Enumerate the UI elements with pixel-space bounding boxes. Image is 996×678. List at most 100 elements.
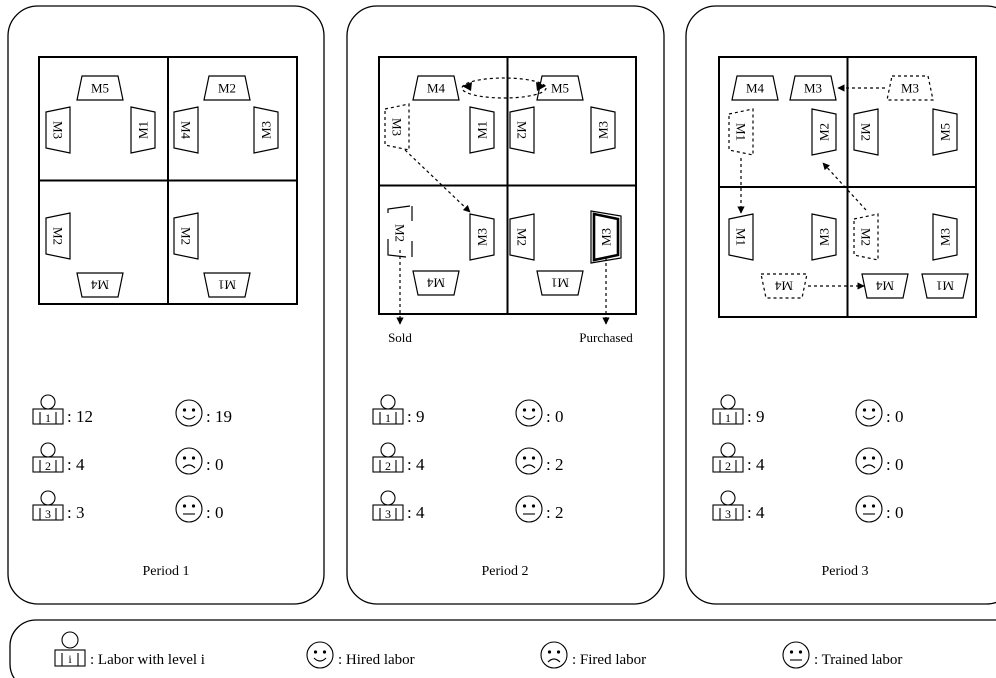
trained-face-icon xyxy=(175,495,203,523)
machine-m3: M3 xyxy=(932,213,958,261)
machine-label: M2 xyxy=(515,228,530,246)
labor-level-number: 3 xyxy=(385,507,391,521)
machine-label: M3 xyxy=(390,118,405,136)
machine-label: M2 xyxy=(179,227,194,245)
sold-label: Sold xyxy=(388,330,412,345)
fired-face-icon xyxy=(175,447,203,475)
labor-level-icon: 3 xyxy=(32,490,64,521)
labor-level-icon: 1 xyxy=(372,394,404,425)
period-title: Period 2 xyxy=(481,564,528,579)
labor-level-number: 3 xyxy=(45,507,51,521)
machine-m1: M1 xyxy=(728,213,754,261)
machine-m3: M3 xyxy=(789,75,837,101)
machine-label: M3 xyxy=(475,228,490,246)
machine-m4: M4 xyxy=(412,270,460,296)
labor-count: : 9 xyxy=(747,407,764,426)
machine-m1: M1 xyxy=(469,106,495,154)
swap-arrow-head-left xyxy=(462,82,472,91)
machine-label: M4 xyxy=(774,279,793,294)
machine-m3: M3 xyxy=(253,106,279,154)
labor-level-icon: 1 xyxy=(712,394,744,425)
legend-labor-glyph: i xyxy=(68,652,72,666)
machine-m3: M3 xyxy=(384,103,410,151)
face-count: : 0 xyxy=(206,503,223,522)
legend-hired-text: : Hired labor xyxy=(338,652,415,668)
machine-m3: M3 xyxy=(886,75,934,101)
labor-level-number: 1 xyxy=(385,411,391,425)
machine-label: M4 xyxy=(90,278,109,293)
trained-face-icon xyxy=(855,495,883,523)
period-3-transfer-arrows xyxy=(737,84,885,290)
machine-label: M1 xyxy=(475,121,490,139)
machine-m4: M4 xyxy=(76,272,124,298)
face-count: : 0 xyxy=(206,455,223,474)
machine-label: M2 xyxy=(218,81,236,96)
labor-count: : 4 xyxy=(407,503,425,522)
period-title: Period 3 xyxy=(821,564,868,579)
period-2-transfer-arrows xyxy=(396,77,610,325)
period-2-panel xyxy=(346,5,665,605)
labor-count: : 12 xyxy=(67,407,93,426)
machine-m1: M1 xyxy=(536,270,584,296)
face-count: : 0 xyxy=(886,455,903,474)
legend-labor-icon xyxy=(54,631,86,667)
labor-level-icon: 2 xyxy=(712,442,744,473)
labor-level-number: 1 xyxy=(45,411,51,425)
machine-m4: M4 xyxy=(412,75,460,101)
machine-m2: M2 xyxy=(203,75,251,101)
machine-m3: M3 xyxy=(590,106,616,154)
machine-label: M2 xyxy=(393,224,408,242)
legend-panel xyxy=(9,619,996,678)
machine-label: M5 xyxy=(551,81,569,96)
machine-m3: M3 xyxy=(811,213,837,261)
machine-label: M3 xyxy=(259,121,274,139)
fired-face-icon xyxy=(855,447,883,475)
labor-count: : 9 xyxy=(407,407,424,426)
legend-trained-icon xyxy=(782,641,810,669)
machine-label: M5 xyxy=(938,123,953,141)
period-title: Period 1 xyxy=(142,564,189,579)
labor-level-number: 2 xyxy=(45,459,51,473)
machine-label: M2 xyxy=(817,123,832,141)
labor-count: : 3 xyxy=(67,503,84,522)
face-count: : 0 xyxy=(886,503,903,522)
machine-m3: M3 xyxy=(590,210,622,264)
machine-label: M1 xyxy=(218,278,236,293)
machine-m4: M4 xyxy=(861,273,909,299)
machine-label: M3 xyxy=(938,228,953,246)
machine-label: M1 xyxy=(936,279,954,294)
legend-labor-text: : Labor with level i xyxy=(90,652,205,668)
swap-arrow-head-right xyxy=(536,82,546,91)
hired-face-icon xyxy=(175,399,203,427)
labor-count: : 4 xyxy=(67,455,85,474)
labor-level-icon: 3 xyxy=(712,490,744,521)
machine-label: M1 xyxy=(734,228,749,246)
labor-count: : 4 xyxy=(407,455,425,474)
labor-level-icon: 2 xyxy=(32,442,64,473)
face-count: : 0 xyxy=(546,407,563,426)
labor-count: : 4 xyxy=(747,503,765,522)
labor-level-number: 2 xyxy=(385,459,391,473)
machine-label: M1 xyxy=(551,276,569,291)
labor-level-icon: 2 xyxy=(372,442,404,473)
machine-label: M2 xyxy=(51,227,66,245)
fired-face-icon xyxy=(515,447,543,475)
purchased-label: Purchased xyxy=(579,330,633,345)
legend-trained-text: : Trained labor xyxy=(814,652,902,668)
machine-m5: M5 xyxy=(536,75,584,101)
machine-m4: M4 xyxy=(760,273,808,299)
machine-label: M4 xyxy=(746,81,765,96)
machine-label: M4 xyxy=(427,81,446,96)
machine-m2: M2 xyxy=(853,108,879,156)
legend-fired-icon xyxy=(540,641,568,669)
machine-m5: M5 xyxy=(932,108,958,156)
machine-m1: M1 xyxy=(130,106,156,154)
machine-label: M5 xyxy=(91,81,109,96)
labor-level-number: 2 xyxy=(725,459,731,473)
machine-m3: M3 xyxy=(469,213,495,261)
machine-m5: M5 xyxy=(76,75,124,101)
machine-label: M2 xyxy=(859,228,874,246)
